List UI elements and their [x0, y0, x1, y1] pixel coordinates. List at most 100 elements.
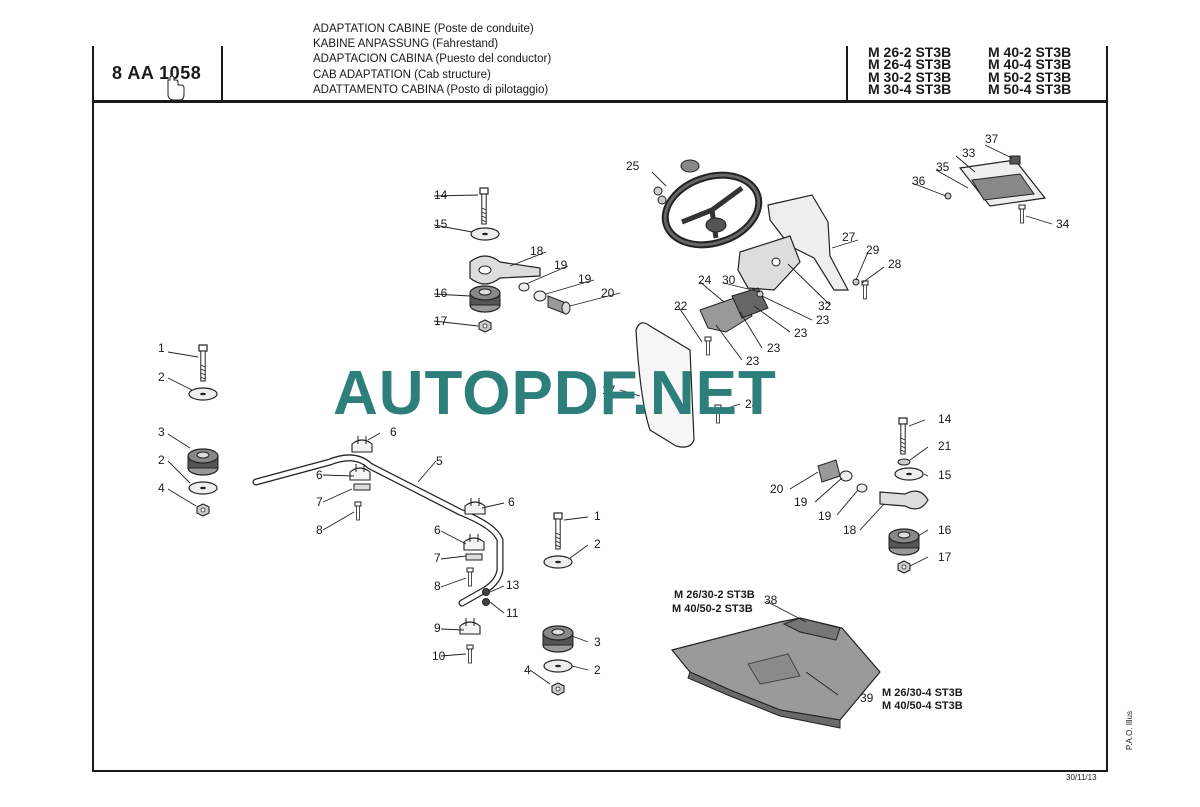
- title-fr: ADAPTATION CABINE (Poste de conduite): [313, 23, 534, 35]
- callout: 17: [434, 314, 448, 328]
- callout: 35: [936, 160, 950, 174]
- callout: 22: [674, 299, 688, 313]
- plate-38-label-2: M 40/50-2 ST3B: [672, 603, 753, 615]
- callout: 19: [578, 272, 592, 286]
- callout: 14: [938, 412, 952, 426]
- callout: 2: [594, 537, 601, 551]
- callout: 18: [530, 244, 544, 258]
- callout: 29: [866, 243, 880, 257]
- title-de: KABINE ANPASSUNG (Fahrestand): [313, 38, 499, 51]
- callout: 19: [818, 509, 832, 523]
- callout: 3: [594, 635, 601, 649]
- callout-numbers: 1 2 3 2 4 5 6 6 7 8 6 6 7 8 9 10 11 13 1…: [158, 132, 1070, 705]
- callout: 25: [626, 159, 640, 173]
- callout: 36: [912, 174, 926, 188]
- steering-column-brackets: [699, 194, 869, 356]
- left-mount-assembly: [187, 344, 219, 517]
- callout: 8: [316, 523, 323, 537]
- callout: 23: [816, 313, 830, 327]
- callout: 9: [434, 621, 441, 635]
- diagram-frame: [92, 100, 1108, 772]
- model-item: M 50-2 ST3B: [988, 68, 1072, 85]
- callout: 20: [601, 286, 615, 300]
- callout: 32: [818, 299, 832, 313]
- callout: 38: [764, 593, 778, 607]
- hand-cursor-icon: [167, 75, 185, 101]
- plate-38-label-1: M 26/30-2 ST3B: [674, 589, 755, 601]
- models-box: [846, 46, 1108, 102]
- footer-side-note: P.A.O. Illus: [1125, 711, 1134, 750]
- callout: 7: [434, 551, 441, 565]
- callout: 17: [602, 383, 616, 397]
- callout: 28: [888, 257, 902, 271]
- upper-mount-assembly: [469, 187, 571, 333]
- callout: 11: [506, 606, 519, 620]
- callout: 20: [770, 482, 784, 496]
- callout: 2: [158, 453, 165, 467]
- callout: 23: [746, 354, 760, 368]
- callout: 15: [938, 468, 952, 482]
- callout: 6: [434, 523, 441, 537]
- callout: 6: [390, 425, 397, 439]
- callout: 33: [962, 146, 976, 160]
- floor-plate: [670, 617, 881, 729]
- callout: 18: [843, 523, 857, 537]
- callout: 23: [794, 326, 808, 340]
- centre-mount-assembly: [542, 512, 574, 696]
- callout: 3: [158, 425, 165, 439]
- part-code: 8 AA 1058: [112, 63, 202, 83]
- plate-39-label-1: M 26/30-4 ST3B: [882, 687, 963, 699]
- callout: 6: [508, 495, 515, 509]
- callout: 13: [506, 578, 520, 592]
- callout: 6: [316, 468, 323, 482]
- callout: 21: [938, 439, 952, 453]
- callout: 37: [985, 132, 999, 146]
- top-right-bracket: [944, 155, 1047, 224]
- callout: 1: [594, 509, 601, 523]
- callout: 24: [698, 273, 712, 287]
- title-block: ADAPTATION CABINE (Poste de conduite) KA…: [313, 22, 551, 98]
- callout: 23: [767, 341, 781, 355]
- steering-wheel: [653, 159, 763, 249]
- stabilizer-bar: [252, 435, 504, 664]
- callout: 27: [842, 230, 856, 244]
- watermark: AUTOPDF.NET: [333, 359, 777, 428]
- model-item: M 26-2 ST3B: [868, 44, 952, 60]
- model-item: M 50-4 ST3B: [988, 80, 1072, 97]
- title-es: ADAPTACION CABINA (Puesto del conductor): [313, 53, 552, 66]
- callout: 7: [316, 495, 323, 509]
- footer-date: 30/11/13: [1066, 773, 1097, 782]
- callout: 14: [434, 188, 448, 202]
- callout: 5: [436, 454, 443, 468]
- callout: 4: [524, 663, 531, 677]
- title-it: ADATTAMENTO CABINA (Posto di pilotaggio): [313, 83, 549, 96]
- models-column-1: M 26-2 ST3B M 26-4 ST3B M 30-2 ST3B M 30…: [868, 44, 952, 97]
- callout: 4: [158, 481, 165, 495]
- callout: 2: [594, 663, 601, 677]
- callout: 10: [432, 649, 446, 663]
- models-column-2: M 40-2 ST3B M 40-4 ST3B M 50-2 ST3B M 50…: [988, 44, 1072, 97]
- callout: 39: [860, 691, 874, 705]
- model-item: M 40-2 ST3B: [988, 44, 1072, 60]
- model-item: M 30-2 ST3B: [868, 68, 952, 85]
- variant-labels: M 26/30-2 ST3B M 40/50-2 ST3B M 26/30-4 …: [672, 589, 963, 712]
- callout: 19: [554, 258, 568, 272]
- callout: 2: [158, 370, 165, 384]
- callout: 17: [938, 550, 952, 564]
- title-en: CAB ADAPTATION (Cab structure): [313, 68, 491, 81]
- plate-39-label-2: M 40/50-4 ST3B: [882, 700, 963, 712]
- callout: 1: [158, 341, 165, 355]
- right-mount-assembly: [817, 417, 929, 574]
- callout: 28: [745, 397, 759, 411]
- callout: 19: [794, 495, 808, 509]
- callout: 30: [722, 273, 736, 287]
- callout: 16: [434, 286, 448, 300]
- part-code-box: [92, 46, 223, 102]
- model-item: M 26-4 ST3B: [868, 56, 952, 73]
- leader-lines: [167, 144, 1053, 696]
- model-item: M 30-4 ST3B: [868, 80, 952, 97]
- callout: 8: [434, 579, 441, 593]
- callout: 16: [938, 523, 952, 537]
- callout: 34: [1056, 217, 1070, 231]
